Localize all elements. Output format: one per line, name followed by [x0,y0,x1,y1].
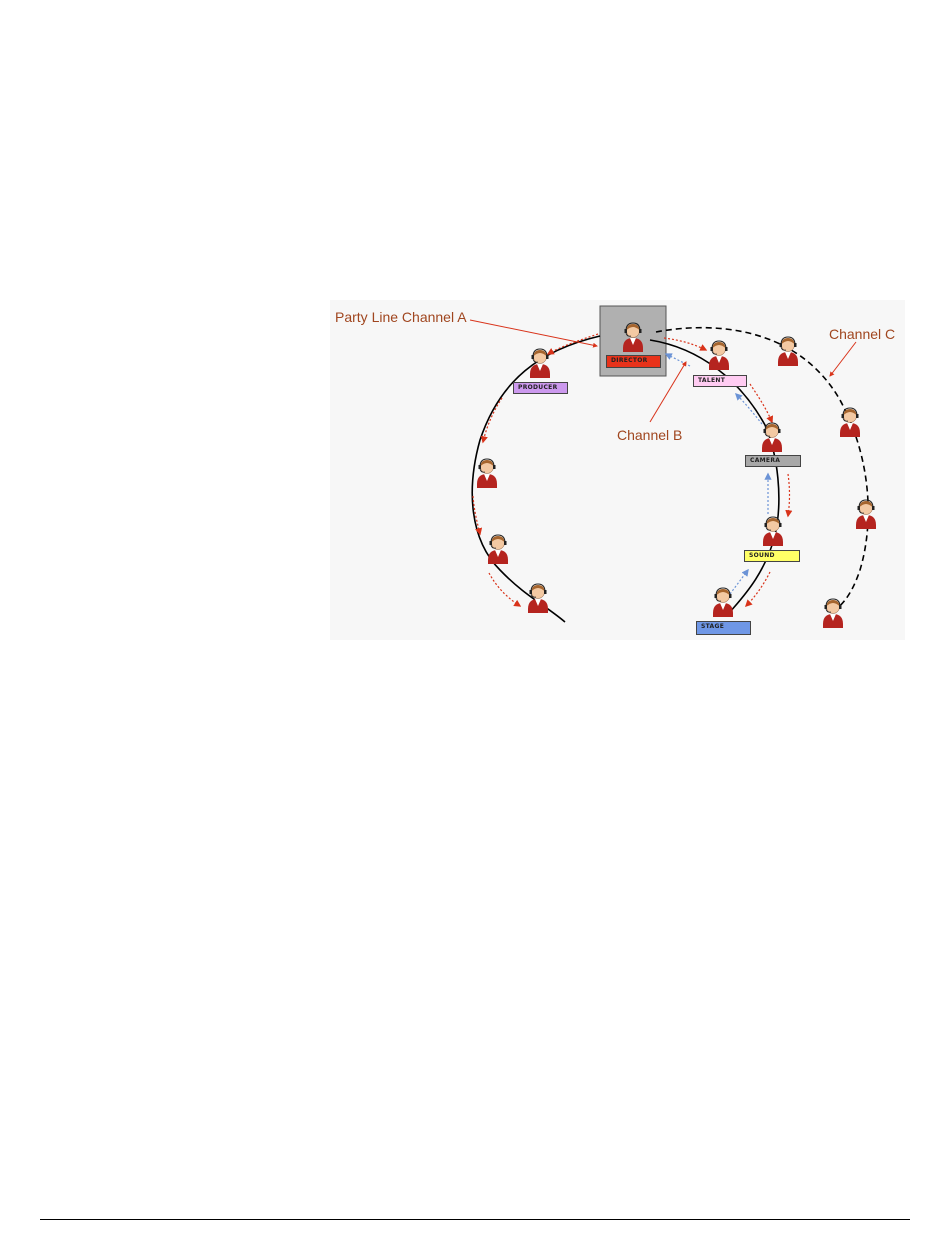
callout-c-leader [830,342,856,376]
headset-operator-icon [488,535,508,564]
callout-channel-c: Channel C [829,326,895,342]
arrow-a-4 [489,573,520,606]
talent-tag: TALENT [693,375,747,387]
headset-operator-icon [856,500,876,529]
callout-channel-b: Channel B [617,427,682,443]
headset-operator-icon [477,459,497,488]
headset-operator-icon [762,423,782,452]
arrow-blue-4 [730,570,748,594]
arrow-blue-1 [666,354,690,366]
headset-operator-icon [823,599,843,628]
headset-operator-icon [763,517,783,546]
headset-operator-icon [528,584,548,613]
footer-rule [40,1219,910,1220]
callout-channel-a: Party Line Channel A [335,309,467,325]
camera-tag: CAMERA [745,455,801,467]
arrow-a-2 [483,398,502,442]
arrow-b-2 [750,384,772,422]
headset-operator-icon [840,408,860,437]
producer-tag: PRODUCER [513,382,568,394]
callout-a-leader [470,320,597,346]
headset-operator-icon [713,588,733,617]
director-tag: DIRECTOR [606,355,661,368]
headset-operator-icon [530,349,550,378]
arrow-b-3 [788,474,790,516]
stage-tag: STAGE [696,621,751,635]
sound-tag: SOUND [744,550,800,562]
headset-operator-icon [709,341,729,370]
arrow-blue-2 [736,394,762,424]
